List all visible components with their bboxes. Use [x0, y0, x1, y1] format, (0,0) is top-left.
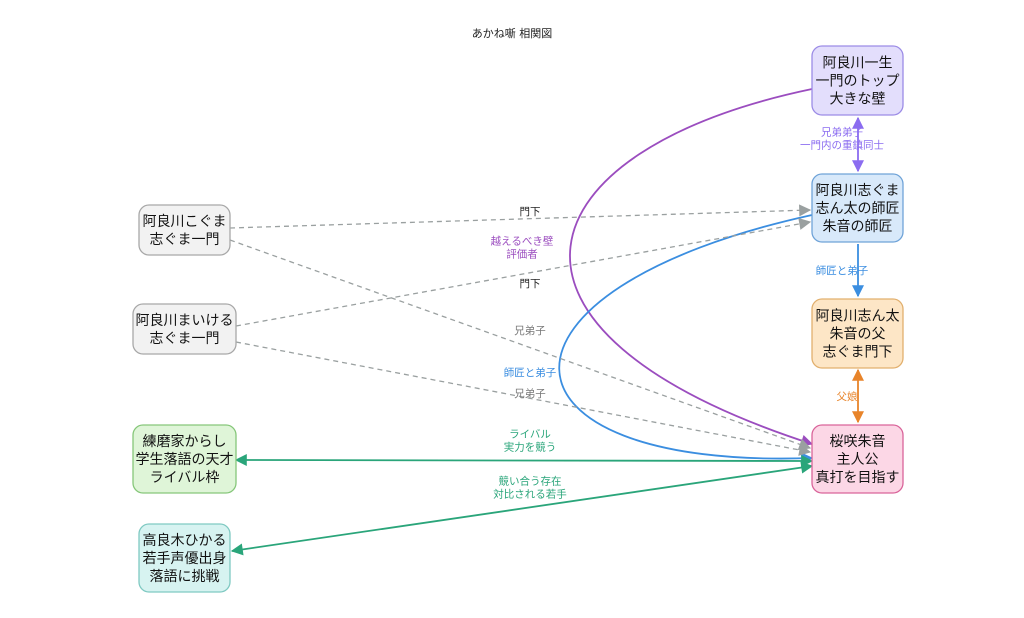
edge-label-koguma-akane: 兄弟子 — [514, 325, 546, 337]
node-label-line: 一門のトップ — [816, 74, 900, 90]
node-label: 阿良川こぐま志ぐま一門 — [143, 214, 227, 248]
edge-label-line: 兄弟子 — [514, 325, 546, 337]
node-label: 阿良川志ん太朱音の父志ぐま門下 — [816, 309, 900, 361]
node-koguma[interactable]: 阿良川こぐま志ぐま一門 — [138, 204, 231, 256]
nodes-layer: 阿良川一生一門のトップ大きな壁阿良川志ぐま志ん太の師匠朱音の師匠阿良川志ん太朱音… — [132, 45, 904, 593]
edge-label-koguma-shiguma: 門下 — [520, 206, 541, 218]
edge-labels-layer: 兄弟弟子一門内の重鎮同士師匠と弟子父娘越えるべき壁評価者師匠と弟子門下門下兄弟子… — [491, 127, 884, 501]
node-label-line: 朱音の師匠 — [823, 218, 893, 235]
edge-koguma-akane — [229, 239, 812, 451]
node-shinta[interactable]: 阿良川志ん太朱音の父志ぐま門下 — [811, 298, 904, 369]
node-label-line: 阿良川こぐま — [143, 214, 227, 230]
node-label-line: 大きな壁 — [830, 92, 886, 108]
node-label-line: 志ん太の師匠 — [816, 201, 900, 217]
node-label-line: 志ぐま一門 — [150, 331, 220, 347]
edge-label-line: 競い合う存在 — [499, 475, 562, 488]
node-label-line: 若手声優出身 — [143, 551, 227, 567]
edge-label-line: 父娘 — [837, 390, 858, 403]
edges-layer — [229, 88, 864, 556]
node-box — [811, 173, 904, 243]
node-label-line: 志ぐま門下 — [823, 345, 893, 361]
node-box — [811, 298, 904, 369]
node-label-line: 阿良川まいける — [136, 313, 234, 329]
edge-hikaru-akane — [230, 461, 814, 556]
node-box — [132, 303, 237, 355]
edge-label-line: 師匠と弟子 — [504, 366, 557, 379]
node-maikeru[interactable]: 阿良川まいける志ぐま一門 — [132, 303, 237, 355]
edge-label-line: 対比される若手 — [493, 488, 567, 501]
node-akane[interactable]: 桜咲朱音主人公真打を目指す — [811, 424, 904, 494]
edge-label-line: 師匠と弟子 — [816, 264, 869, 277]
edge-maikeru-shiguma — [235, 218, 812, 327]
edge-label-issho-shiguma: 兄弟弟子一門内の重鎮同士 — [800, 127, 884, 152]
node-box — [811, 424, 904, 494]
node-box — [138, 523, 231, 593]
node-label: 阿良川一生一門のトップ大きな壁 — [816, 56, 900, 108]
edge-label-line: 評価者 — [506, 248, 538, 261]
node-label-line: 朱音の父 — [830, 326, 886, 343]
diagram-title: あかね噺 相関図 — [472, 27, 553, 40]
edge-label-shinta-akane: 父娘 — [837, 390, 858, 403]
node-karashi[interactable]: 練磨家からし学生落語の天才ライバル枠 — [132, 424, 237, 494]
edge-koguma-shiguma — [229, 204, 812, 229]
node-label: 阿良川志ぐま志ん太の師匠朱音の師匠 — [816, 183, 900, 235]
edge-label-line: ライバル — [509, 429, 551, 441]
node-label-line: ライバル枠 — [150, 470, 220, 486]
edge-label-line: 一門内の重鎮同士 — [800, 139, 884, 152]
edge-label-line: 門下 — [520, 206, 541, 218]
node-label-line: 学生落語の天才 — [136, 452, 234, 468]
edge-label-maikeru-shiguma: 門下 — [520, 278, 541, 290]
node-label-line: 落語に挑戦 — [150, 569, 220, 585]
node-label-line: 桜咲朱音 — [830, 433, 886, 450]
edge-label-hikaru-akane: 競い合う存在対比される若手 — [493, 475, 567, 501]
node-label-line: 志ぐま一門 — [150, 232, 220, 248]
node-hikaru[interactable]: 高良木ひかる若手声優出身落語に挑戦 — [138, 523, 231, 593]
node-label-line: 阿良川志ん太 — [816, 309, 900, 325]
edge-label-line: 実力を競う — [504, 441, 557, 454]
node-box — [811, 45, 904, 116]
edge-label-shiguma-akane: 師匠と弟子 — [504, 366, 557, 379]
edge-label-line: 兄弟弟子 — [821, 127, 863, 139]
node-label-line: 真打を目指す — [816, 469, 900, 486]
edge-label-issho-akane: 越えるべき壁評価者 — [491, 235, 554, 261]
node-label: 桜咲朱音主人公真打を目指す — [816, 433, 900, 486]
edge-label-line: 門下 — [520, 278, 541, 290]
edge-shiguma-akane — [558, 214, 814, 465]
node-label-line: 阿良川志ぐま — [816, 183, 900, 199]
edge-label-shiguma-shinta: 師匠と弟子 — [816, 264, 869, 277]
node-issho[interactable]: 阿良川一生一門のトップ大きな壁 — [811, 45, 904, 116]
node-shiguma[interactable]: 阿良川志ぐま志ん太の師匠朱音の師匠 — [811, 173, 904, 243]
edge-label-line: 越えるべき壁 — [491, 235, 554, 248]
node-label-line: 高良木ひかる — [143, 532, 227, 549]
node-label: 高良木ひかる若手声優出身落語に挑戦 — [143, 532, 227, 585]
node-box — [138, 204, 231, 256]
edge-label-line: 兄弟子 — [514, 388, 546, 400]
node-label: 練磨家からし学生落語の天才ライバル枠 — [136, 433, 234, 486]
edge-issho-akane — [569, 88, 814, 447]
edge-label-maikeru-akane: 兄弟子 — [514, 388, 546, 400]
node-label-line: 主人公 — [837, 452, 879, 468]
edge-karashi-akane — [234, 454, 814, 467]
edge-maikeru-akane — [235, 341, 812, 456]
node-label-line: 阿良川一生 — [823, 56, 893, 72]
node-label-line: 練磨家からし — [143, 433, 227, 450]
node-label: 阿良川まいける志ぐま一門 — [136, 313, 234, 347]
edge-label-karashi-akane: ライバル実力を競う — [504, 429, 557, 454]
node-box — [132, 424, 237, 494]
